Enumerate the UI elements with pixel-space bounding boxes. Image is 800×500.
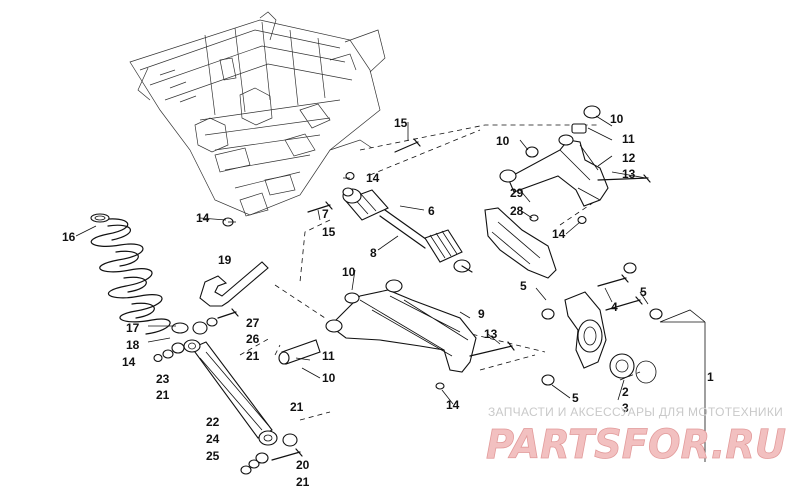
- lower-washer: [248, 459, 260, 469]
- callout-29: 29: [510, 186, 524, 200]
- watermark: ЗАПЧАСТИ И АКСЕССУАРЫ ДЛЯ МОТОТЕХНИКИ PA…: [486, 405, 787, 468]
- spanner-wrench: [199, 261, 269, 307]
- callout-10d: 10: [322, 371, 336, 385]
- leader-lines: [75, 115, 706, 462]
- lower-bushing: [255, 452, 269, 464]
- lower-nut: [240, 465, 252, 475]
- callout-21a: 21: [246, 349, 260, 363]
- rear-knuckle: [541, 262, 663, 386]
- wheel-bearing: [609, 353, 635, 379]
- watermark-logo: PARTSFOR.RU: [486, 422, 786, 468]
- shock-upper-eye: [183, 339, 201, 353]
- spring-retainer: [90, 213, 110, 223]
- callout-5b: 5: [640, 285, 647, 299]
- callout-1: 1: [707, 370, 714, 384]
- callout-23: 23: [156, 372, 170, 386]
- callout-2: 2: [622, 385, 629, 399]
- callout-26: 26: [246, 332, 260, 346]
- callout-14b: 14: [196, 211, 210, 225]
- callout-4: 4: [611, 300, 618, 314]
- lower-nut: [435, 382, 445, 390]
- callout-19: 19: [218, 253, 232, 267]
- knuckle-cap-side: [649, 308, 663, 320]
- callout-28: 28: [510, 204, 524, 218]
- shock-lower-eye: [258, 430, 278, 446]
- nut: [153, 353, 163, 363]
- upper-cap-left: [525, 146, 539, 158]
- callout-5a: 5: [520, 279, 527, 293]
- callout-21d: 21: [296, 475, 310, 489]
- knuckle-cap-top: [623, 262, 637, 274]
- bushing: [171, 342, 185, 354]
- callout-labels: 1 2 3 4 5 5 5 6 7 8 9 10 10 10 10 11 11 …: [62, 112, 714, 489]
- callout-24: 24: [206, 432, 220, 446]
- callout-3: 3: [622, 401, 629, 415]
- callout-15b: 15: [322, 225, 336, 239]
- callout-11a: 11: [622, 132, 635, 146]
- rear-shock-spring: [90, 213, 189, 335]
- callout-10b: 10: [496, 134, 510, 148]
- lower-a-arm: [278, 279, 515, 390]
- callout-14d: 14: [122, 355, 136, 369]
- shock-absorber-body: [183, 339, 278, 446]
- shock-hardware: [153, 308, 303, 475]
- callout-11b: 11: [322, 349, 335, 363]
- snap-ring: [635, 360, 657, 384]
- knuckle-bore: [577, 319, 603, 353]
- knuckle-bolt-head: [541, 308, 555, 320]
- callout-15a: 15: [394, 116, 408, 130]
- upper-cap-right: [583, 105, 601, 119]
- knuckle-bolt-lower: [541, 374, 555, 386]
- callout-18: 18: [126, 338, 140, 352]
- upper-a-arm: [499, 105, 651, 207]
- callout-27: 27: [246, 316, 260, 330]
- callout-5c: 5: [572, 391, 579, 405]
- lower-pivot-rear: [385, 279, 403, 293]
- callout-21c: 21: [290, 400, 304, 414]
- lower-spacer: [282, 433, 298, 447]
- circlip: [342, 187, 354, 197]
- upper-bushing-left: [499, 169, 517, 183]
- callout-22: 22: [206, 415, 220, 429]
- washer: [162, 349, 174, 359]
- upper-bushing: [192, 321, 208, 335]
- lower-pivot-front: [325, 319, 343, 333]
- lower-cap: [344, 292, 360, 304]
- callout-10c: 10: [342, 265, 356, 279]
- callout-17: 17: [126, 321, 140, 335]
- callout-6: 6: [428, 204, 435, 218]
- callout-8: 8: [370, 246, 377, 260]
- callout-16: 16: [62, 230, 76, 244]
- callout-13b: 13: [484, 327, 498, 341]
- callout-21b: 21: [156, 388, 170, 402]
- guard-bolt: [529, 214, 539, 222]
- upper-sleeve: [571, 123, 587, 134]
- watermark-caption: ЗАПЧАСТИ И АКСЕССУАРЫ ДЛЯ МОТОТЕХНИКИ: [488, 405, 783, 419]
- upper-washer: [206, 317, 218, 327]
- callout-9: 9: [478, 307, 485, 321]
- spring-adjuster-ring: [171, 322, 189, 334]
- callout-14c: 14: [552, 227, 566, 241]
- callout-14a: 14: [366, 171, 380, 185]
- callout-25: 25: [206, 449, 220, 463]
- callout-13a: 13: [622, 167, 636, 181]
- callout-14e: 14: [446, 398, 460, 412]
- arm-guard: [484, 207, 557, 279]
- vehicle-frame: [129, 11, 386, 217]
- callout-12: 12: [622, 151, 636, 165]
- callout-10a: 10: [610, 112, 624, 126]
- upper-bushing-top: [558, 134, 574, 146]
- callout-20: 20: [296, 458, 310, 472]
- callout-7: 7: [322, 207, 329, 221]
- drive-axle: [342, 187, 473, 273]
